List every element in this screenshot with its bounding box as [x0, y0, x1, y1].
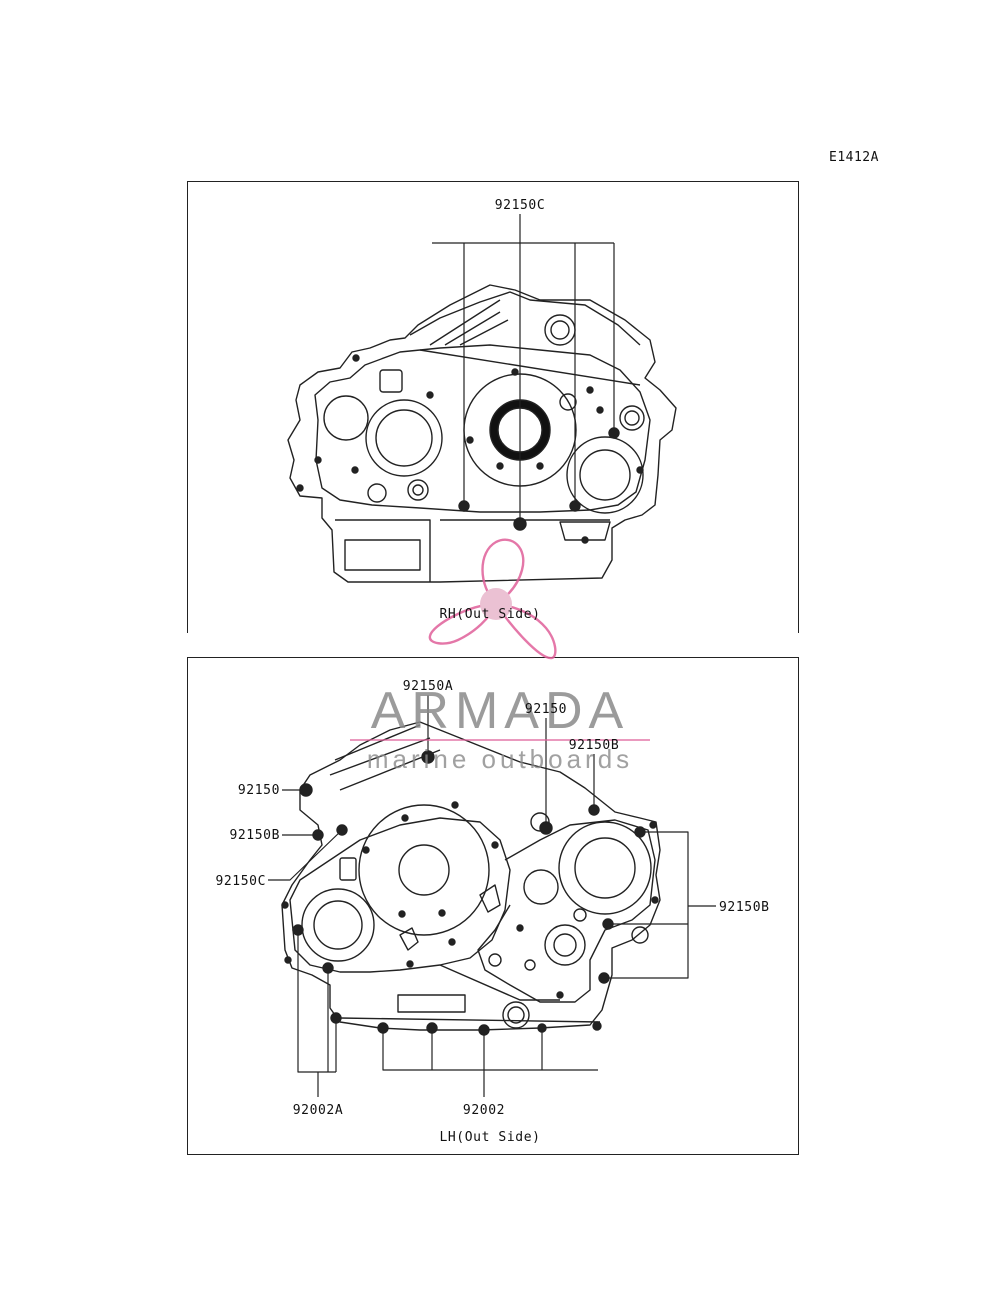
lh-label-92150b-right: 92150B [719, 900, 770, 915]
lh-label-92150-left: 92150 [238, 783, 280, 798]
lh-label-92150a: 92150A [403, 679, 454, 694]
lh-leaders [268, 695, 716, 1097]
lh-bores [301, 804, 652, 1029]
lh-label-92150b-left: 92150B [229, 828, 280, 843]
lh-label-92002: 92002 [463, 1103, 505, 1118]
rh-panel-frame [187, 181, 799, 633]
lh-label-92002a: 92002A [293, 1103, 344, 1118]
lh-label-92150-top: 92150 [525, 702, 567, 717]
lh-label-92150c-left: 92150C [215, 874, 266, 889]
rh-caption: RH(Out Side) [439, 607, 540, 622]
lh-caption: LH(Out Side) [439, 1130, 540, 1145]
watermark-tagline: marine outboards [367, 744, 633, 774]
armada-propeller-logo [428, 538, 557, 660]
lh-panel-frame [187, 657, 799, 1155]
rh-label-92150c: 92150C [495, 198, 546, 213]
diagram-code: E1412A [829, 150, 879, 165]
rh-leader-92150c [432, 214, 615, 524]
watermark-brand: ARMADA [371, 682, 629, 740]
rh-bolts [296, 354, 644, 544]
lh-crankcase-outline [281, 721, 661, 1031]
lh-bolts [281, 750, 659, 1036]
lh-label-92150b-top: 92150B [569, 738, 620, 753]
